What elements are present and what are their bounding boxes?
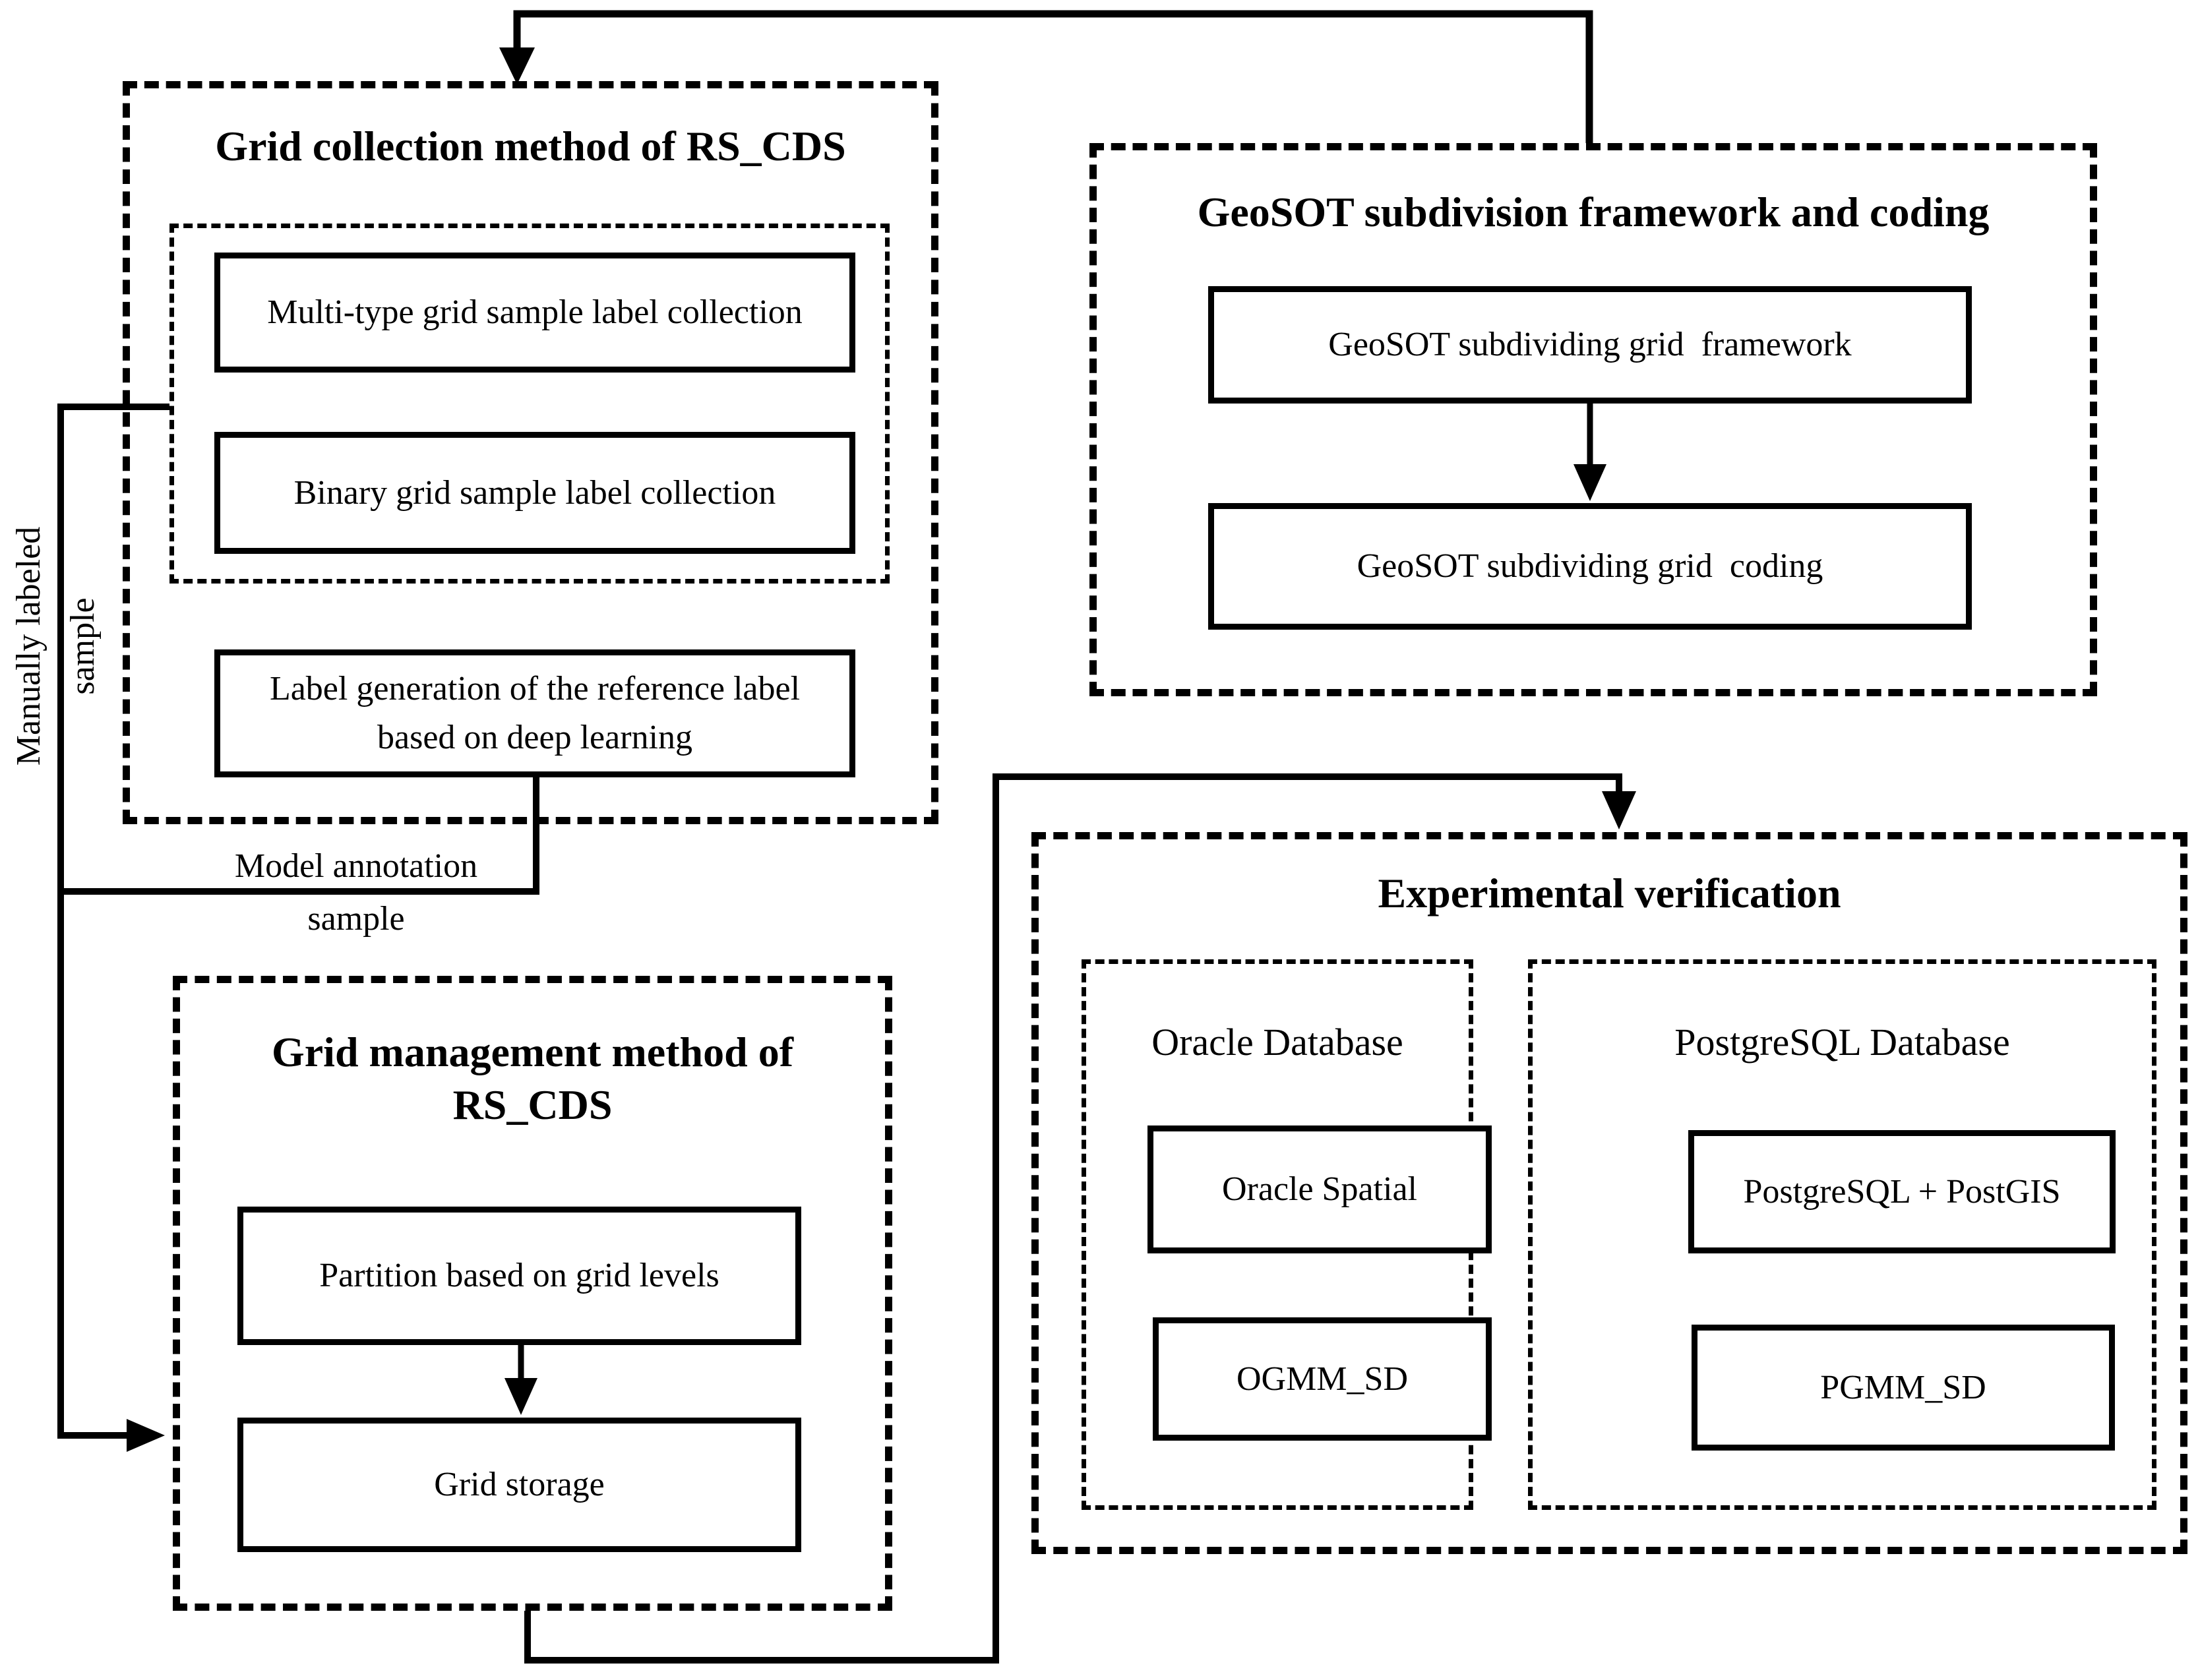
geosot-framework-box: GeoSOT subdividing grid framework [1208,286,1972,404]
oracle-spatial-box: Oracle Spatial [1147,1125,1492,1253]
geosot-coding-label: GeoSOT subdividing grid coding [1357,547,1823,585]
grid-management-title-line2: RS_CDS [452,1081,613,1128]
arrowhead-into-grid-management-icon [127,1419,165,1452]
sample-collection-group-box [169,224,890,584]
manually-labeled-line1: Manually labeled [10,526,47,766]
arrowhead-into-grid-collection-icon [499,47,535,84]
postgresql-postgis-label: PostgreSQL + PostGIS [1743,1172,2061,1211]
postgresql-postgis-box: PostgreSQL + PostGIS [1688,1130,2116,1253]
label-generation-label-line2: based on deep learning [377,719,692,756]
pgmm-sd-box: PGMM_SD [1692,1325,2115,1451]
model-annotation-label-line2: sample [307,900,405,938]
partition-label: Partition based on grid levels [319,1257,719,1294]
binary-collection-box: Binary grid sample label collection [214,432,855,554]
partition-box: Partition based on grid levels [237,1207,801,1345]
postgresql-database-heading: PostgreSQL Database [1674,1021,2010,1064]
pgmm-sd-label: PGMM_SD [1820,1368,1986,1406]
grid-collection-title: Grid collection method of RS_CDS [215,123,846,169]
label-generation-box: Label generation of the reference label … [214,649,855,777]
grid-management-title-line1: Grid management method of [271,1029,794,1075]
geosot-box [1089,143,2097,696]
label-generation-label-line1: Label generation of the reference label [269,670,801,707]
geosot-title: GeoSOT subdivision framework and coding [1197,189,1990,235]
ogmm-sd-box: OGMM_SD [1153,1317,1492,1441]
geosot-coding-box: GeoSOT subdividing grid coding [1208,503,1972,630]
manually-labeled-line2: sample [64,597,102,695]
ogmm-sd-label: OGMM_SD [1236,1360,1409,1398]
geosot-framework-label: GeoSOT subdividing grid framework [1328,326,1852,363]
oracle-spatial-label: Oracle Spatial [1222,1170,1417,1208]
binary-collection-label: Binary grid sample label collection [293,473,776,512]
grid-storage-box: Grid storage [237,1418,801,1552]
experimental-verification-title: Experimental verification [1378,870,1841,916]
arrowhead-into-experimental-icon [1602,791,1636,829]
model-annotation-label-line1: Model annotation [234,847,478,885]
grid-management-title: Grid management method of RS_CDS [173,1026,892,1131]
multi-type-collection-label: Multi-type grid sample label collection [267,293,803,331]
manually-labeled-sample-annotation: Manually labeled sample [2,527,110,765]
grid-storage-label: Grid storage [434,1466,605,1503]
multi-type-collection-box: Multi-type grid sample label collection [214,253,855,373]
oracle-database-heading: Oracle Database [1151,1021,1403,1064]
